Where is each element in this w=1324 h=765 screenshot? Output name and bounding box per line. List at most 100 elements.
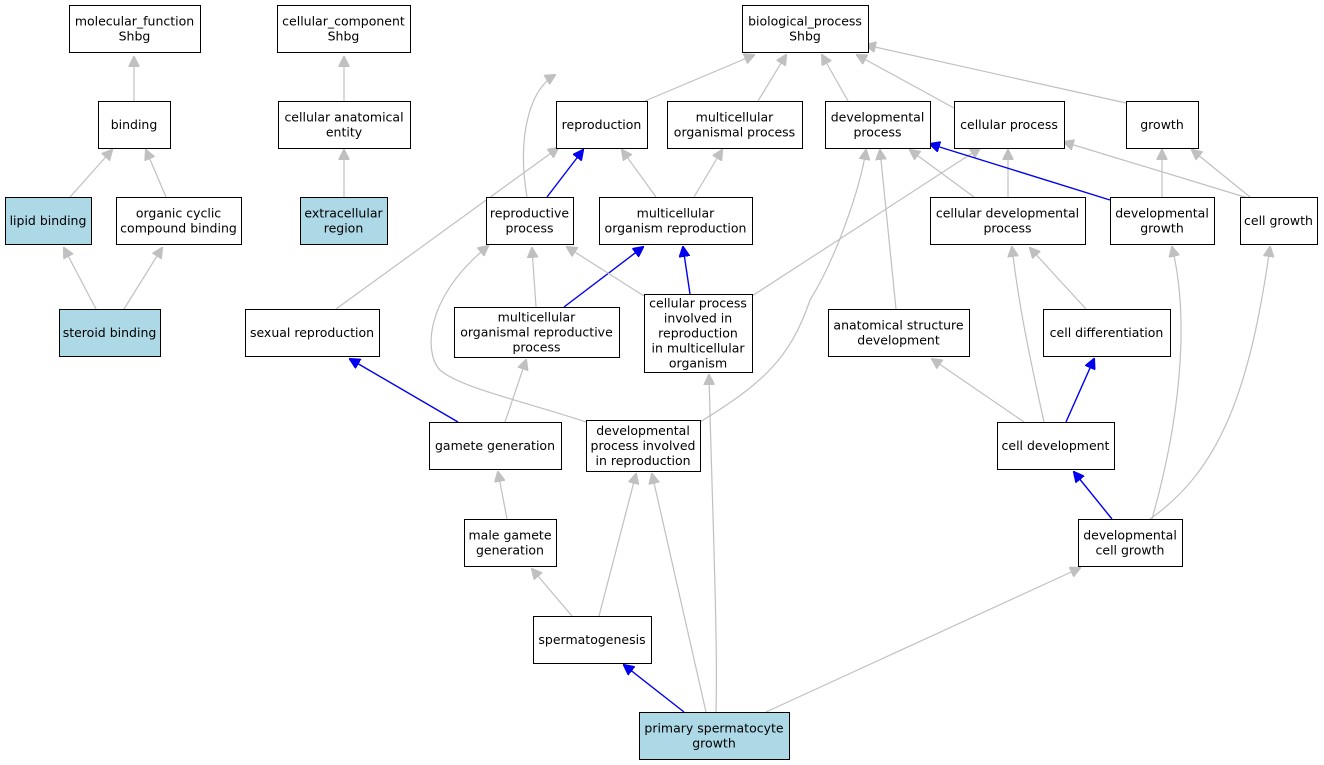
node-cell-growth[interactable]: cell growth [1240,197,1318,245]
node-label: cell growth [1096,543,1165,558]
node-label: process [512,340,560,355]
node-label: binding [111,117,158,132]
node-cellular-process[interactable]: cellular process [954,101,1065,149]
node-box [59,309,161,357]
edge-cellular-process-involved-in-reproduction-to-reproductive-process [567,247,645,297]
node-box [454,307,620,358]
edge-cell-growth-to-cellular-process [1064,142,1249,199]
node-label: cellular process [649,296,747,311]
edge-multicellular-organism-reproduction-to-reproduction [622,150,657,198]
edge-steroid-binding-to-organic-cyclic-compound-binding [123,248,162,310]
node-label: cell development [1002,438,1110,453]
edge-developmental-process-involved-in-reproduction-to-developmental-process [699,150,866,423]
node-label: cell differentiation [1050,325,1164,340]
node-steroid-binding[interactable]: steroid binding [59,309,161,357]
node-label: region [324,221,364,236]
node-box [1043,309,1171,357]
edge-reproduction-to-biological-process [644,55,754,102]
node-label: extracellular [304,206,383,221]
node-cell-development[interactable]: cell development [997,422,1115,470]
node-label: organismal process [674,125,795,140]
node-lipid-binding[interactable]: lipid binding [5,197,92,245]
node-box [1078,519,1183,567]
node-box [429,422,562,470]
node-growth[interactable]: growth [1126,101,1199,149]
node-box [278,101,411,149]
node-box [277,5,411,53]
node-label: process [983,221,1031,236]
node-box [1240,197,1318,245]
node-label: developmental [1083,528,1177,543]
node-label: reproduction [658,326,738,341]
node-reproduction[interactable]: reproduction [556,101,648,149]
node-label: gamete generation [435,438,555,453]
node-box [667,101,803,149]
edge-cell-development-to-cellular-developmental-process [1012,247,1045,423]
node-box [556,101,648,149]
node-label: reproduction [562,117,642,132]
node-gamete-generation[interactable]: gamete generation [429,422,562,470]
node-label: Shbg [328,29,360,44]
node-spermatogenesis[interactable]: spermatogenesis [533,616,652,664]
node-label: growth [692,736,736,751]
edge-primary-spermatocyte-growth-to-cellular-process-involved-in-reproduction [709,375,717,713]
edge-male-gamete-generation-to-gamete-generation [498,472,508,520]
node-label: compound binding [120,221,237,236]
edge-primary-spermatocyte-growth-to-developmental-process-involved-in-reproduction [652,474,707,713]
node-label: developmental [1115,206,1209,221]
edge-steroid-binding-to-lipid-binding [64,248,97,310]
node-sexual-reproduction[interactable]: sexual reproduction [245,309,380,357]
node-box [825,101,931,149]
node-cell-differentiation[interactable]: cell differentiation [1043,309,1171,357]
node-label: reproductive [490,206,570,221]
edge-cellular-process-involved-in-reproduction-to-cellular-process [751,148,980,297]
node-binding[interactable]: binding [98,101,171,149]
node-label: developmental [596,423,690,438]
edge-multicellular-organism-reproduction-to-multicellular-organismal-process [693,150,722,198]
node-box [300,197,388,245]
node-label: in reproduction [595,453,690,468]
node-box [116,197,242,245]
node-label: cellular_component [282,14,405,29]
edge-developmental-process-to-biological-process [822,55,849,102]
node-label: Shbg [119,29,151,44]
node-label: spermatogenesis [538,632,645,647]
edge-multicellular-organismal-reproductive-process-to-reproductive-process [532,248,536,308]
node-box [599,197,753,245]
node-label: developmental [831,110,925,125]
node-box [533,616,652,664]
node-box [98,101,171,149]
node-label: organic cyclic [136,206,221,221]
edge-developmental-growth-to-developmental-process [930,144,1111,201]
node-label: lipid binding [10,213,87,228]
node-box [639,712,790,760]
node-label: development [857,333,940,348]
edge-multicellular-organismal-reproductive-process-to-multicellular-organism-reproduction [563,247,643,308]
node-label: multicellular [637,206,716,221]
edge-cell-development-to-cell-differentiation [1065,359,1094,423]
node-label: in multicellular [651,341,745,356]
edge-developmental-cell-growth-to-cell-development [1074,472,1113,520]
edges-layer [64,45,1270,713]
